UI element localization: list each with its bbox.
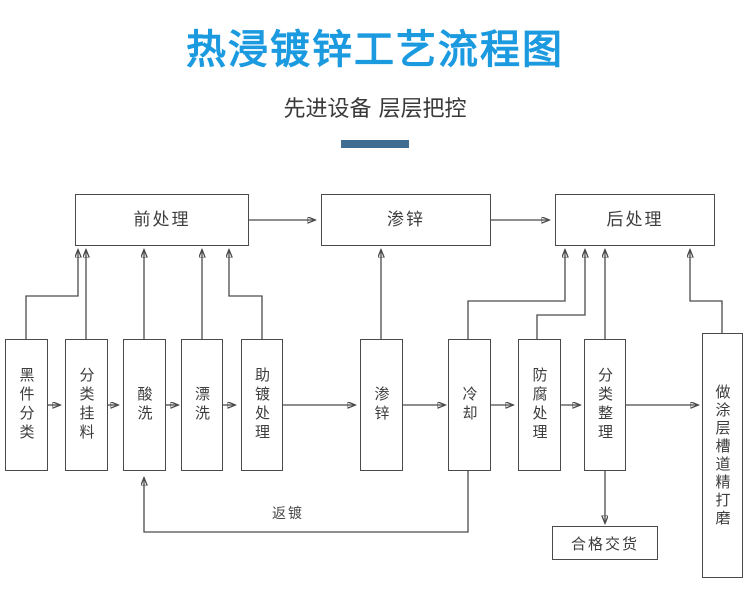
node-sorting-finishing[interactable]: 分类整理 <box>584 339 626 471</box>
page-subtitle: 先进设备 层层把控 <box>283 97 467 122</box>
title-divider <box>341 140 409 148</box>
node-qualified-delivery[interactable]: 合格交货 <box>552 526 658 560</box>
node-cooling[interactable]: 冷却 <box>448 339 491 471</box>
node-sorting-hanging[interactable]: 分类挂料 <box>65 339 108 471</box>
node-coating-groove-grinding[interactable]: 做涂层槽道精打磨 <box>702 333 743 578</box>
page-title: 热浸镀锌工艺流程图 <box>186 27 564 73</box>
node-post-treatment[interactable]: 后处理 <box>555 194 715 246</box>
node-zinc-infiltration-stage[interactable]: 渗锌 <box>321 194 491 246</box>
page-header: 热浸镀锌工艺流程图 先进设备 层层把控 <box>0 0 750 175</box>
node-rinsing[interactable]: 漂洗 <box>181 339 223 471</box>
node-pickling[interactable]: 酸洗 <box>123 339 166 471</box>
node-zinc-infiltration[interactable]: 渗锌 <box>360 339 403 471</box>
node-anticorrosion[interactable]: 防腐处理 <box>518 339 561 471</box>
node-black-part-sorting[interactable]: 黑件分类 <box>5 339 48 471</box>
edge-label-rework: 返镀 <box>272 506 304 522</box>
node-pre-treatment[interactable]: 前处理 <box>75 194 249 246</box>
node-fluxing[interactable]: 助镀处理 <box>241 339 283 471</box>
